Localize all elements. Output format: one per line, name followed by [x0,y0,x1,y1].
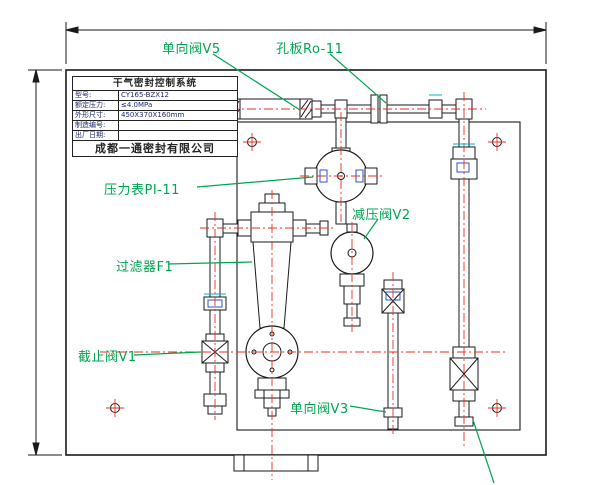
check-valve-right [449,357,479,391]
row-label: 出厂日期: [73,131,119,140]
leader-v2 [363,218,379,240]
dimension-lines [28,22,547,456]
row-value: ≤4.0MPa [121,101,153,109]
row-label: 外形尺寸: [73,111,119,120]
leader-ro11 [329,53,387,104]
title-block: 干气密封控制系统 型号: CY165-BZX12 额定压力: ≤4.0MPa 外… [72,76,238,157]
title-block-company: 成都一通密封有限公司 [95,142,215,155]
leader-v1 [133,351,202,356]
hole-center-crosses [106,133,506,417]
title-block-row: 外形尺寸: 450X370X160mm [73,111,237,121]
label-check-valve-v3: 单向阀V3 [290,402,349,417]
row-label: 型号: [73,91,119,100]
title-block-row: 型号: CY165-BZX12 [73,91,237,101]
title-block-row: 额定压力: ≤4.0MPa [73,101,237,111]
title-block-title: 干气密封控制系统 [73,77,237,91]
title-block-row: 出厂日期: [73,131,237,141]
cyan-ticks [204,94,475,295]
row-label: 制造编号: [73,121,119,130]
label-stop-valve-v1: 截止阀V1 [78,350,137,365]
label-filter-f1: 过滤器F1 [116,260,174,275]
row-value: CY165-BZX12 [121,91,169,99]
leader-pi11 [196,176,314,188]
leader-bottom-right [472,419,495,484]
label-orifice-ro11: 孔板Ro-11 [276,42,344,57]
row-value [119,121,237,130]
label-pressure-gauge-pi11: 压力表PI-11 [104,183,180,198]
bottom-tab [233,454,319,472]
leader-lines [133,53,495,484]
row-label: 额定压力: [73,101,119,110]
filter-f1 [222,193,329,417]
centerlines [100,92,508,480]
row-value: 450X370X160mm [121,111,185,119]
leader-f1 [167,261,253,265]
row-value [119,131,237,140]
leader-v5 [212,53,301,111]
title-block-row: 制造编号: [73,121,237,131]
leader-v3 [349,405,387,413]
label-reducing-valve-v2: 减压阀V2 [352,208,411,223]
label-check-valve-v5: 单向阀V5 [162,42,221,57]
